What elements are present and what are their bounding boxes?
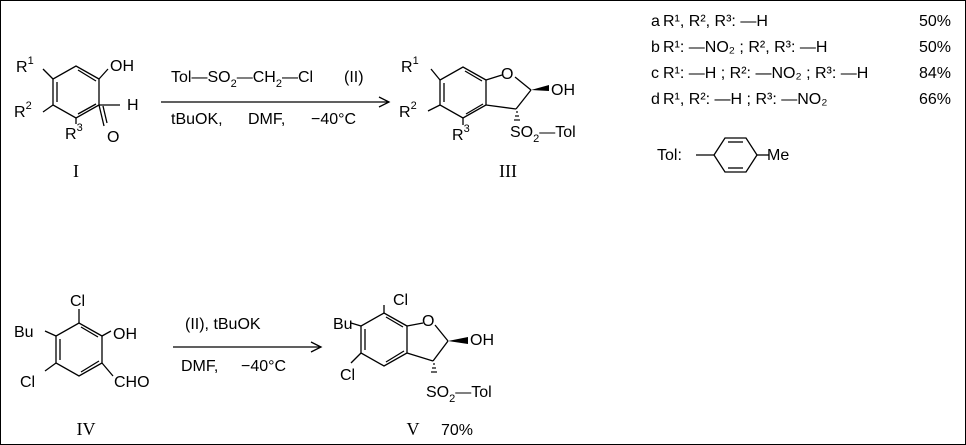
r3-label-I: R3 (65, 122, 83, 143)
reagent-top: Tol—SO2—CH2—Cl (II) tBuOK, DMF, −40°C (161, 69, 391, 128)
reagent-tag: (II) (344, 69, 364, 86)
variant-yield: 50% (919, 13, 951, 30)
benzene-ring-V (360, 312, 408, 367)
oh-label-I: OH (110, 58, 134, 75)
compound-label-III: III (499, 161, 517, 181)
r1-label-I: R1 (16, 55, 34, 76)
benzene-ring-IV (55, 322, 103, 377)
hash-bond-so2 (431, 363, 437, 373)
reagent-bottom: (II), tBuOK DMF, −40°C (173, 316, 323, 375)
compound-III: O OH R1 R2 R3 SO2—Tol III (399, 55, 576, 181)
ring-o-label-V: O (422, 313, 434, 330)
compound-I: OH H O R1 R2 R3 I (14, 55, 139, 181)
compound-label-IV: IV (77, 419, 96, 439)
condition-base: tBuOK, (171, 111, 223, 128)
condition-solvent: DMF, (248, 111, 285, 128)
r2-label-I: R2 (14, 100, 32, 121)
variant-letter: c (651, 65, 659, 82)
aldehyde-o-label-I: O (107, 129, 119, 146)
bu-label-V: Bu (333, 316, 353, 333)
yield-label-V: 70% (441, 422, 473, 439)
variant-letter: b (651, 39, 660, 56)
tol-definition: Tol: Me (657, 137, 789, 173)
benzene-ring-I (52, 65, 100, 119)
compound-label-V: V (407, 419, 420, 439)
r2-label-III: R2 (399, 100, 417, 121)
ring-o-label-III: O (501, 66, 513, 83)
variant-row: c R¹: —H ; R²: —NO₂ ; R³: —H 84% (651, 65, 951, 82)
sulfonyl-tol-label-III: SO2—Tol (510, 124, 576, 145)
variant-yield: 66% (919, 91, 951, 108)
tol-definition-label: Tol: (657, 147, 682, 164)
wedge-bond-oh (531, 85, 549, 91)
cho-label-IV: CHO (114, 374, 150, 391)
aldehyde-h-label-I: H (127, 97, 139, 114)
cl-top-label-IV: Cl (70, 293, 85, 310)
cl-bottom-label-V: Cl (340, 367, 355, 384)
reagent-formula: Tol—SO2—CH2—Cl (171, 69, 313, 90)
sulfonyl-tol-label-V: SO2—Tol (426, 384, 492, 405)
variant-substituents: R¹, R², R³: —H (663, 13, 768, 30)
methyl-label: Me (767, 147, 789, 164)
oh-label-III: OH (551, 82, 575, 99)
variant-yield: 50% (919, 39, 951, 56)
reagent-line: (II), tBuOK (185, 316, 261, 333)
substituent-variants: a R¹, R², R³: —H 50% b R¹: —NO₂ ; R², R³… (651, 13, 951, 108)
toluene-ring-icon (713, 137, 758, 173)
variant-letter: d (651, 91, 660, 108)
condition-temperature: −40°C (311, 111, 356, 128)
cl-top-label-V: Cl (393, 292, 408, 309)
arrow-head-icon (310, 341, 323, 353)
variant-row: d R¹, R²: —H ; R³: —NO₂ 66% (651, 91, 951, 108)
oh-label-V: OH (470, 332, 494, 349)
r3-label-III: R3 (452, 123, 470, 144)
benzene-ring-III (439, 66, 487, 119)
arrow-head-icon (378, 96, 391, 108)
condition-temperature: −40°C (241, 358, 286, 375)
hash-bond-so2 (514, 111, 520, 121)
variant-row: a R¹, R², R³: —H 50% (651, 13, 951, 30)
compound-IV: Cl OH Bu Cl CHO IV (14, 293, 150, 439)
oh-label-IV: OH (113, 326, 137, 343)
variant-row: b R¹: —NO₂ ; R², R³: —H 50% (651, 39, 951, 56)
variant-substituents: R¹, R²: —H ; R³: —NO₂ (663, 91, 827, 108)
variant-yield: 84% (919, 65, 951, 82)
condition-solvent: DMF, (181, 358, 218, 375)
variant-substituents: R¹: —H ; R²: —NO₂ ; R³: —H (663, 65, 868, 82)
variant-letter: a (651, 13, 660, 30)
compound-label-I: I (73, 161, 79, 181)
cl-bottom-label-IV: Cl (20, 374, 35, 391)
compound-V: Cl Bu O OH Cl SO2—Tol V 70% (333, 292, 494, 439)
bu-label-IV: Bu (14, 324, 34, 341)
wedge-bond-oh (448, 337, 468, 344)
r1-label-III: R1 (401, 55, 419, 76)
variant-substituents: R¹: —NO₂ ; R², R³: —H (663, 39, 827, 56)
